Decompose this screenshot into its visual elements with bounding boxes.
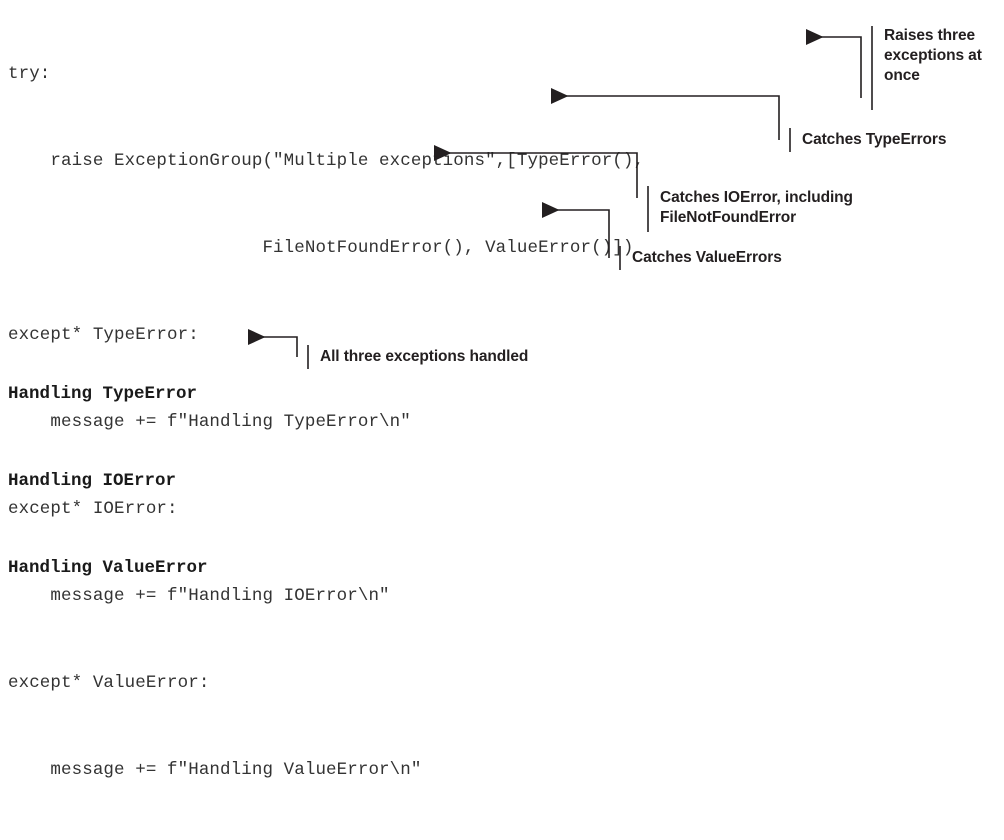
code-line: FileNotFoundError(), ValueError()]) <box>8 238 634 258</box>
output-line: Handling ValueError <box>8 558 208 578</box>
annotation-catches-valueerrors: Catches ValueErrors <box>632 249 782 266</box>
annotation-catches-typeerrors: Catches TypeErrors <box>802 131 947 148</box>
code-line: except* TypeError: <box>8 325 199 345</box>
code-line: message += f"Handling ValueError\n" <box>8 760 422 780</box>
code-line: raise ExceptionGroup("Multiple exception… <box>8 151 645 171</box>
annotation-catches-ioerror: Catches IOError, including FileNotFoundE… <box>660 189 853 226</box>
output-line: Handling TypeError <box>8 384 198 404</box>
output-line: Handling IOError <box>8 471 177 491</box>
leader-raises-three <box>806 29 862 98</box>
annotation-all-three-handled: All three exceptions handled <box>320 348 529 365</box>
code-line: try: <box>8 64 51 84</box>
annotation-raises-three: Raises three exceptions at once <box>884 27 982 84</box>
annotated-code-figure: try: raise ExceptionGroup("Multiple exce… <box>8 26 982 780</box>
console-output: Handling TypeError Handling IOError Hand… <box>8 322 208 641</box>
code-line: except* ValueError: <box>8 673 210 693</box>
